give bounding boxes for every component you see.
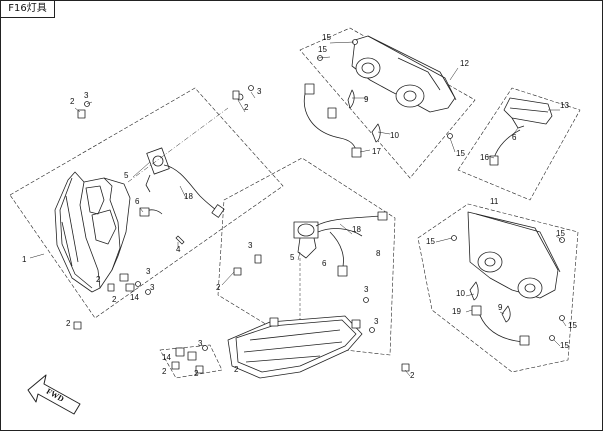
diagram-title: F16灯具 xyxy=(1,1,55,18)
callout-c-lh-18: 18 xyxy=(184,192,193,201)
callout-c-br-15d: 15 xyxy=(560,341,569,350)
callout-c-tr-9: 9 xyxy=(364,95,369,104)
callout-c-ct-2a: 2 xyxy=(216,283,221,292)
left-headlight-group xyxy=(9,85,284,330)
callout-c-lh-3a: 3 xyxy=(84,91,89,100)
callout-c-ct-8: 8 xyxy=(376,249,381,258)
top-tail-lamp-group xyxy=(299,27,476,179)
callout-c-lh-2b: 2 xyxy=(244,103,249,112)
callout-c-br-15c: 15 xyxy=(568,321,577,330)
callout-c-ct-6: 6 xyxy=(322,259,327,268)
callout-c-br-9: 9 xyxy=(498,303,503,312)
callout-c-bl-3: 3 xyxy=(198,339,203,348)
callout-c-rl-13: 13 xyxy=(560,101,569,110)
callout-c-rl-6: 6 xyxy=(512,133,517,142)
callout-c-tr-12: 12 xyxy=(460,59,469,68)
callout-c-br-11: 11 xyxy=(490,197,499,206)
callout-c-tr-15a: 15 xyxy=(322,33,331,42)
forward-direction-arrow xyxy=(27,374,81,415)
callout-c-ct-2b: 2 xyxy=(234,365,239,374)
bottom-left-fasteners-group xyxy=(159,344,223,379)
callout-c-lh-2c: 2 xyxy=(112,295,117,304)
callout-c-ct-5: 5 xyxy=(290,253,295,262)
callout-c-lh-5: 5 xyxy=(124,171,129,180)
callout-c-tr-10: 10 xyxy=(390,131,399,140)
callout-c-bl-2b: 2 xyxy=(194,369,199,378)
callout-c-ct-3a: 3 xyxy=(248,241,253,250)
callout-c-lh-2e: 2 xyxy=(66,319,71,328)
callout-c-lh-4: 4 xyxy=(176,245,181,254)
callout-c-tr-17: 17 xyxy=(372,147,381,156)
callout-c-ct-3c: 3 xyxy=(374,317,379,326)
callout-c-lh-14: 14 xyxy=(130,293,139,302)
center-headlight-group xyxy=(217,157,411,379)
license-lamp-group xyxy=(457,87,581,201)
callout-c-tr-15c: 15 xyxy=(456,149,465,158)
callout-c-ct-2c: 2 xyxy=(410,371,415,380)
callout-c-ct-3b: 3 xyxy=(364,285,369,294)
bottom-tail-lamp-group xyxy=(417,203,579,373)
callout-c-lh-2a: 2 xyxy=(70,97,75,106)
callout-c-tr-15b: 15 xyxy=(318,45,327,54)
callout-c-rl-16: 16 xyxy=(480,153,489,162)
callout-c-lh-3b: 3 xyxy=(257,87,262,96)
callout-c-bl-2a: 2 xyxy=(162,367,167,376)
callout-c-lh-1: 1 xyxy=(22,255,27,264)
callout-c-lh-2d: 2 xyxy=(96,275,101,284)
callout-c-br-15b: 15 xyxy=(556,229,565,238)
callout-c-ct-18: 18 xyxy=(352,225,361,234)
callout-c-br-19: 19 xyxy=(452,307,461,316)
callout-c-lh-6: 6 xyxy=(135,197,140,206)
callout-c-lh-3c: 3 xyxy=(146,267,151,276)
callout-c-bl-14: 14 xyxy=(162,353,171,362)
callout-c-lh-3d: 3 xyxy=(150,283,155,292)
callout-c-br-15a: 15 xyxy=(426,237,435,246)
callout-c-br-10: 10 xyxy=(456,289,465,298)
